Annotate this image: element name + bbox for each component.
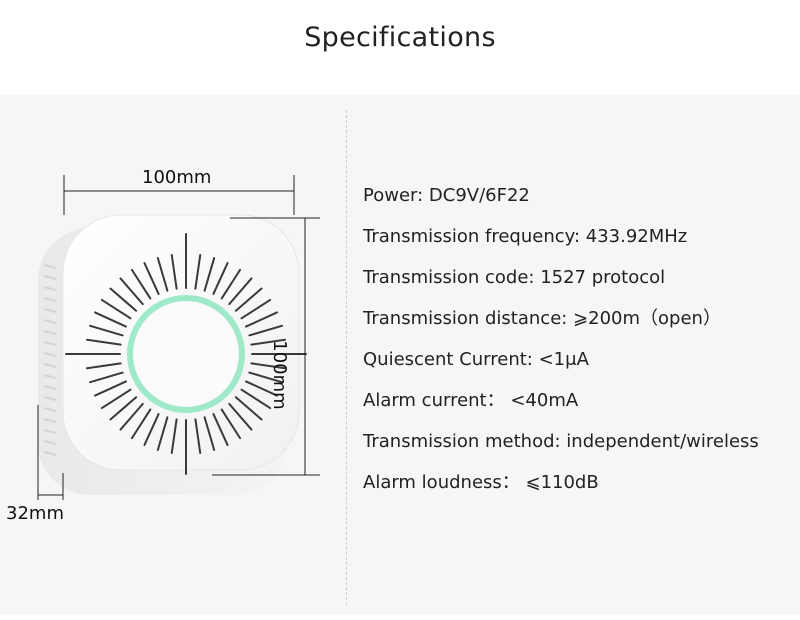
side-vent-slit [43,429,57,434]
side-vent-slit [43,374,57,379]
vent-slit [130,268,152,300]
vent-slit [109,396,138,421]
header: Specifications [0,0,800,95]
vent-slit [234,287,263,312]
vent-slit [89,324,124,337]
vent-slit [250,338,286,346]
side-vent-slit [43,319,57,324]
vent-slit [100,298,132,320]
device-illustration: 100mm 100mm 32mm [0,95,346,615]
vent-slit [234,396,263,421]
side-vent-slit [43,286,57,291]
side-vent-slit [43,275,57,280]
vent-slit [240,388,272,410]
side-vent-slit [43,341,57,346]
vent-slit [228,402,253,431]
center-button [134,302,238,406]
vent-slit [109,287,138,312]
vent-slit [248,324,283,337]
radial-vents [65,233,307,475]
vent-slit [248,371,283,384]
vent-slit [143,262,160,295]
vent-slit [94,380,127,397]
side-vent-slit [43,308,57,313]
vent-slit [220,408,242,440]
indicator-ring [127,295,245,413]
divider [346,110,347,605]
vent-slit [212,413,229,446]
side-vent-slit [43,330,57,335]
side-vent-slit [43,440,57,445]
spec-power: Power: DC9V/6F22 [363,185,530,206]
vent-slit [156,257,169,292]
spec-transmission-method: Transmission method: independent/wireles… [363,431,759,452]
side-vents [43,264,57,456]
side-vent-slit [43,352,57,357]
spec-list: Power: DC9V/6F22 Transmission frequency:… [363,183,759,511]
vent-slit [245,311,278,328]
spec-alarm-loudness: Alarm loudness： ⩽110dB [363,472,599,493]
vent-slit [100,388,132,410]
vent-slit [143,413,160,446]
vent-slit [156,416,169,451]
vent-slit [203,257,216,292]
spec-distance: Transmission distance: ⩾200m（open） [363,308,721,329]
spec-code: Transmission code: 1527 protocol [363,267,666,288]
smoke-detector-image [37,175,320,500]
vent-slit [86,338,122,346]
vent-slit [203,416,216,451]
vent-slit [119,402,144,431]
vent-slit [194,418,202,454]
side-vent-slit [43,396,57,401]
vent-slit [250,362,286,370]
vent-slit [170,254,178,290]
spec-quiescent-current: Quiescent Current: <1μA [363,349,589,370]
vent-slit [245,380,278,397]
vent-slit [212,262,229,295]
vent-slit [170,418,178,454]
vent-slit [228,277,253,306]
side-vent-slit [43,297,57,302]
height-label: 100mm [269,335,290,415]
depth-label: 32mm [6,503,64,524]
spec-frequency: Transmission frequency: 433.92MHz [363,226,688,247]
vent-slit [86,362,122,370]
side-vent-slit [43,407,57,412]
width-label: 100mm [142,167,212,188]
side-vent-slit [43,363,57,368]
vent-slit [130,408,152,440]
side-vent-slit [43,418,57,423]
spec-alarm-current: Alarm current： <40mA [363,390,579,411]
page-title: Specifications [304,22,496,53]
vent-slit [194,254,202,290]
side-vent-slit [43,385,57,390]
side-vent-slit [43,264,57,269]
vent-slit [119,277,144,306]
vent-slit [94,311,127,328]
side-vent-slit [43,451,57,456]
vent-slit [240,298,272,320]
vent-slit [220,268,242,300]
height-label-text: 100mm [269,340,290,410]
vent-slit [89,371,124,384]
